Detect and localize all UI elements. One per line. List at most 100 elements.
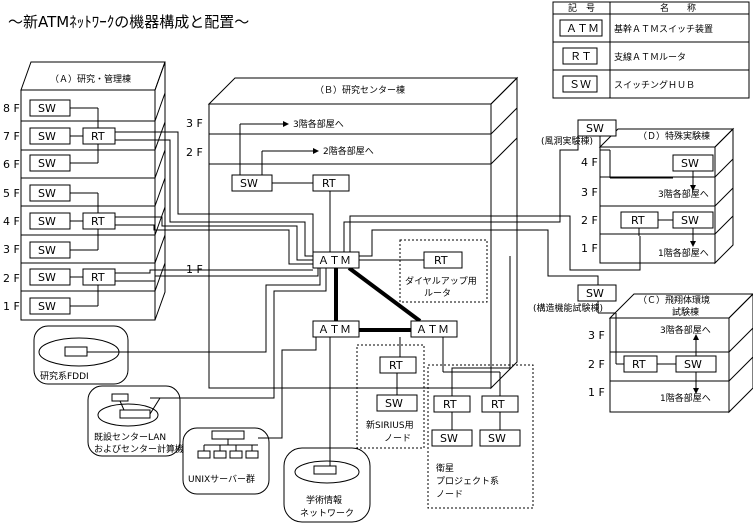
atm-main: ＡＴＭ [312,251,360,269]
svg-text:ＡＴＭ: ＡＴＭ [416,323,449,336]
academic-label-1: 学術情報 [306,494,342,506]
sat-switch-1: SW [431,429,473,447]
dialup-router: RT [423,251,463,269]
svg-text:RT: RT [631,214,645,227]
d-2f-switch: SW [672,211,714,229]
c-sw-note: (構造機能試験棟) [533,302,603,314]
b-to-2f-label: 2階各部屋へ [323,145,374,157]
a-floor-7f: 7 F [3,130,20,143]
svg-text:RT: RT [322,177,336,190]
sat-switch-2: SW [479,429,521,447]
sirius-router: RT [379,356,417,374]
sirius-switch: SW [376,394,418,412]
a-2f-router: RT [82,268,116,286]
b-to-3f-label: 3階各部屋へ [293,118,344,130]
svg-text:SW: SW [681,157,699,170]
d-wind-tunnel-switch: SW [577,119,617,137]
svg-text:RT: RT [91,271,105,284]
atm-lower-right: ＡＴＭ [410,320,458,338]
d-4f-switch: SW [672,154,714,172]
atm-lower-left: ＡＴＭ [312,320,360,338]
legend-table: 記 号 名 称 ＡＴＭ 基幹ＡＴＭスイッチ装置 ＲＴ 支線ＡＴＭルータ ＳＷ ス… [552,1,750,99]
unix-servers: UNIXサーバー群 [182,427,270,495]
d-floor-3f: 3 F [581,186,598,199]
a-4f-router: RT [82,212,116,230]
lan-label-1: 既設センターLAN [94,431,166,443]
svg-text:SW: SW [38,271,56,284]
fddi-label: 研究系FDDI [40,370,89,382]
building-c: （Ｃ）飛翔体環境 試験棟 3 F 2 F 1 F (構造機能試験棟) 3階各部屋… [533,284,753,414]
page-title: ～新ATMﾈｯﾄﾜｰｸの機器構成と配置～ [8,13,249,31]
building-d-label: （Ｄ）特殊実験棟 [638,130,710,142]
backbone-wiring [115,131,641,466]
a-7f-switch: SW [29,127,71,145]
svg-text:RT: RT [443,398,457,411]
svg-text:SW: SW [240,177,258,190]
building-a-label: （Ａ）研究・管理棟 [50,73,131,85]
svg-text:RT: RT [389,359,403,372]
a-floor-1f: 1 F [3,300,20,313]
a-floor-5f: 5 F [3,187,20,200]
a-floor-6f: 6 F [3,158,20,171]
legend-header-symbol: 記 号 [568,2,595,14]
academic-label-2: ネットワーク [300,508,354,519]
b-floor-3f: 3 F [186,117,203,130]
legend-name-rt: 支線ＡＴＭルータ [614,51,686,63]
a-1f-switch: SW [29,297,71,315]
d-to-1f-label: 1階各部屋へ [658,247,709,259]
svg-text:SW: SW [488,432,506,445]
legend-name-sw: スイッチングＨＵＢ [614,79,695,91]
academic-network: 学術情報 ネットワーク [283,447,371,523]
legend-symbol-atm: ＡＴＭ [566,22,599,35]
building-c-label-2: 試験棟 [672,306,699,318]
svg-text:RT: RT [434,254,448,267]
unix-label: UNIXサーバー群 [188,473,255,485]
a-floor-8f: 8 F [3,102,20,115]
legend-header-name: 名 称 [660,2,696,14]
a-5f-switch: SW [29,184,71,202]
svg-text:SW: SW [38,157,56,170]
d-to-3f-label: 3階各部屋へ [658,188,709,200]
sat-router-2: RT [481,395,519,413]
building-c-label-1: （Ｃ）飛翔体環境 [638,294,710,306]
a-floor-4f: 4 F [3,215,20,228]
b-floor-2f: 2 F [186,146,203,159]
c-structural-test-switch: SW [577,284,617,302]
a-3f-switch: SW [29,241,71,259]
research-fddi: 研究系FDDI [33,325,129,385]
svg-text:SW: SW [38,130,56,143]
sat-router-1: RT [433,395,471,413]
svg-text:SW: SW [38,102,56,115]
center-lan: 既設センターLAN およびセンター計算機 [87,385,184,457]
sirius-label-1: 新SIRIUS用 [366,419,414,431]
a-floor-2f: 2 F [3,272,20,285]
d-2f-router: RT [620,211,659,229]
c-2f-router: RT [623,355,658,373]
svg-text:ＡＴＭ: ＡＴＭ [318,254,351,267]
svg-text:SW: SW [38,215,56,228]
building-d: （Ｄ）特殊実験棟 4 F 3 F 2 F 1 F (風洞実験棟) 3階各部屋へ … [541,119,735,265]
d-floor-1f: 1 F [581,242,598,255]
building-a: （Ａ）研究・管理棟 8 F 7 F 6 F 5 F 4 F 3 F 2 F 1 … [3,61,203,321]
dialup-label-2: ルータ [424,288,451,299]
a-7f-router: RT [82,127,116,145]
a-4f-switch: SW [29,212,71,230]
c-floor-1f: 1 F [588,386,605,399]
svg-text:SW: SW [586,287,604,300]
b-2f-switch: SW [231,174,273,192]
svg-text:SW: SW [440,432,458,445]
sat-label-3: ノード [436,490,463,500]
c-floor-3f: 3 F [588,329,605,342]
lan-label-2: およびセンター計算機 [94,443,184,455]
sirius-label-2: ノード [384,434,411,444]
svg-text:RT: RT [91,130,105,143]
a-6f-switch: SW [29,154,71,172]
svg-text:SW: SW [684,358,702,371]
d-floor-4f: 4 F [581,156,598,169]
legend-symbol-sw: ＳＷ [569,78,591,91]
c-to-3f-label: 3階各部屋へ [660,324,711,336]
b-2f-router: RT [312,174,350,192]
svg-text:SW: SW [586,122,604,135]
svg-text:RT: RT [91,215,105,228]
